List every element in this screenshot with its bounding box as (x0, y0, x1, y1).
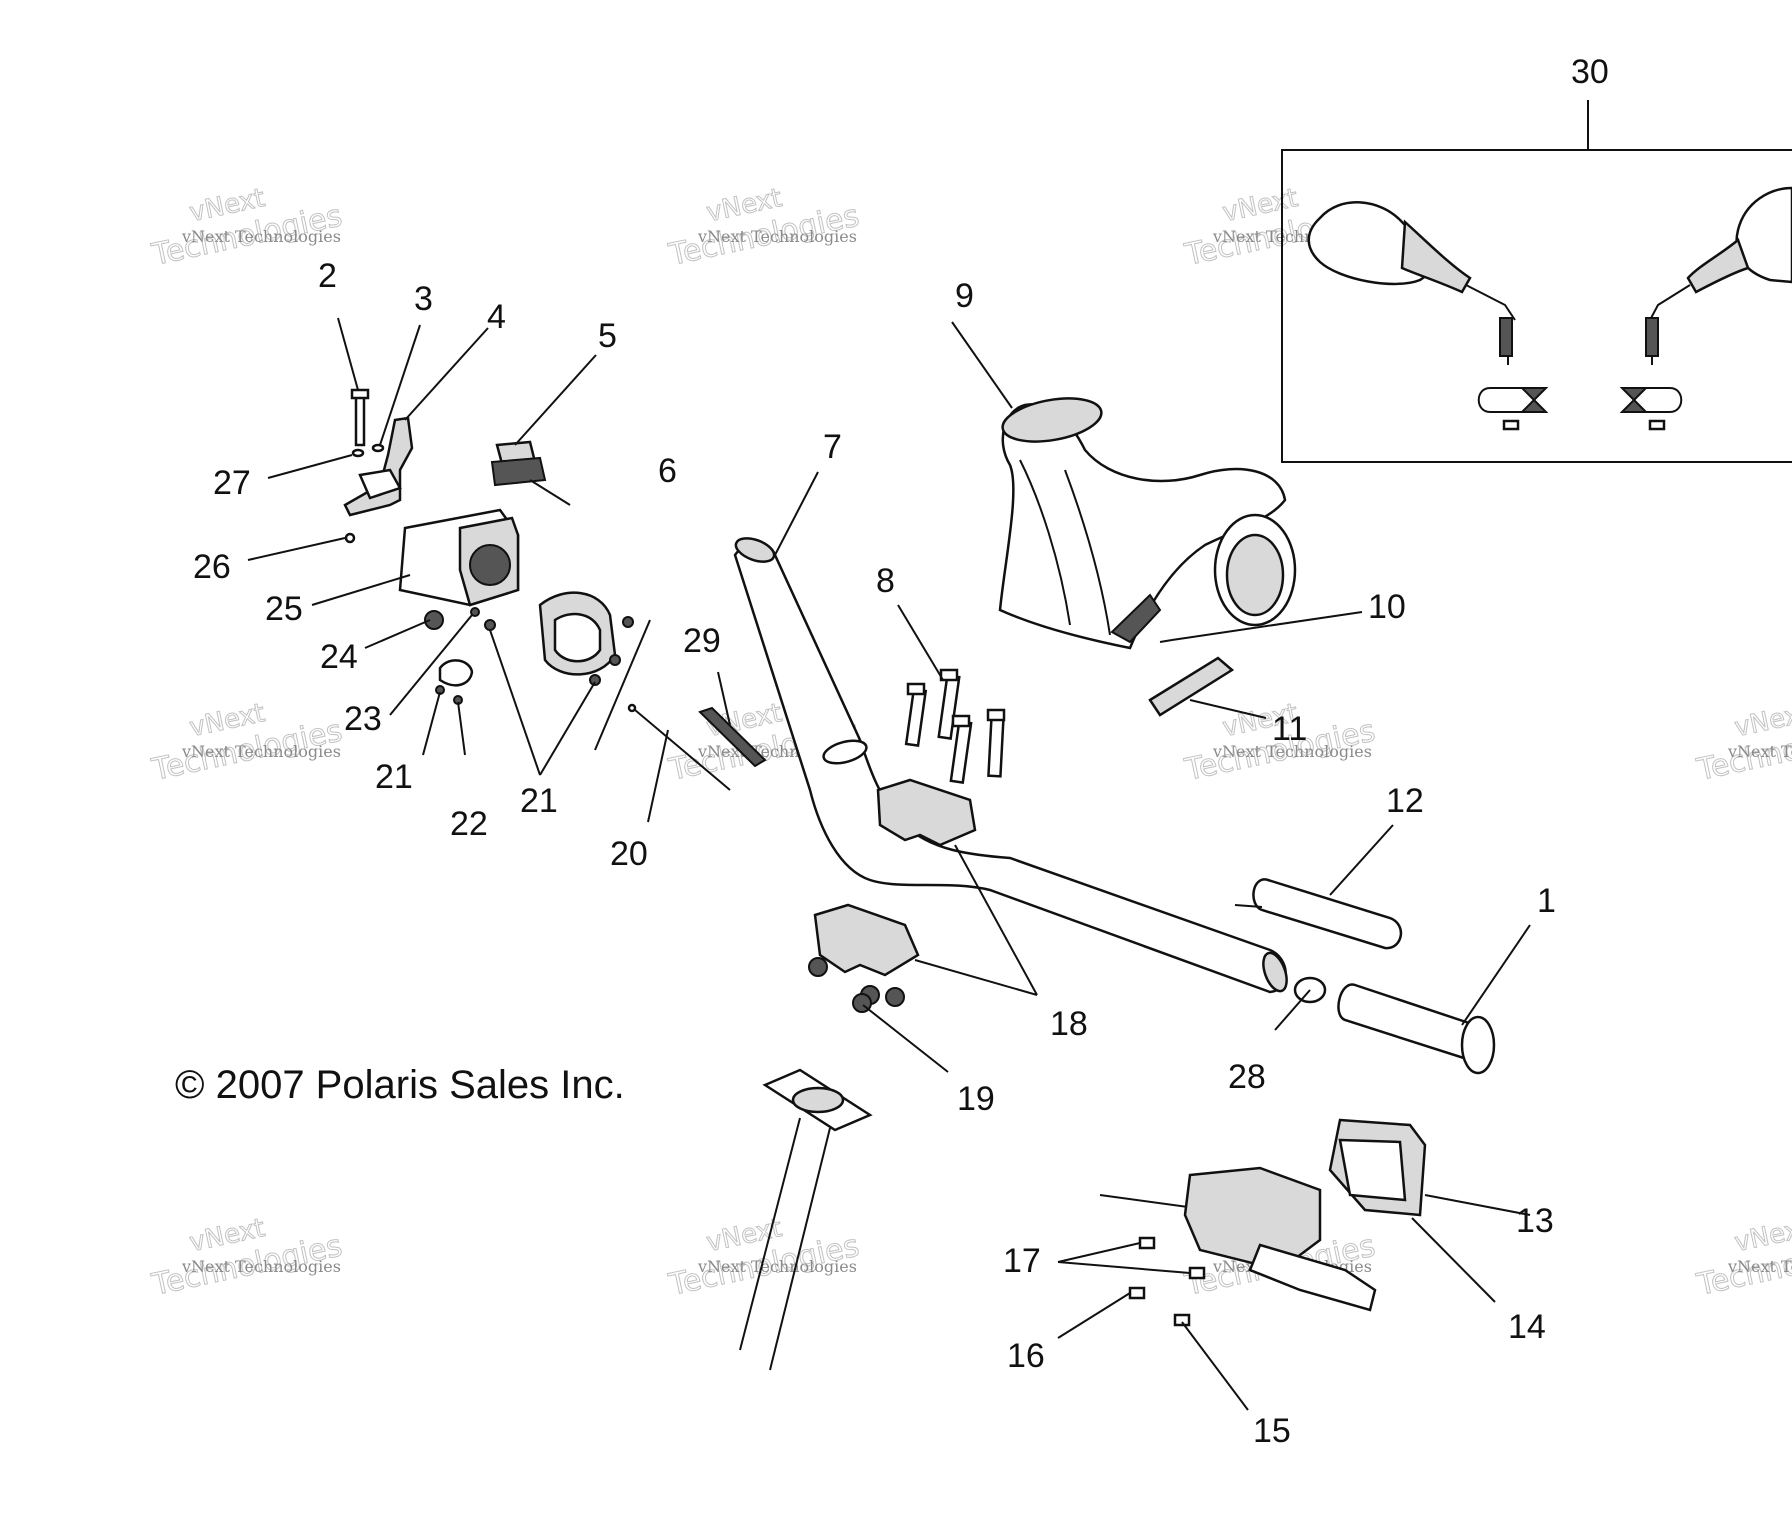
callout-10: 10 (1368, 588, 1406, 626)
callout-4: 4 (487, 298, 506, 336)
callout-14: 14 (1508, 1308, 1546, 1346)
watermark-text: vNext Technologies (697, 227, 857, 246)
leader-lines (247, 317, 1531, 1411)
callout-16: 16 (1007, 1337, 1045, 1375)
callout-13: 13 (1516, 1202, 1554, 1240)
handlebar-clamps (808, 668, 1006, 1013)
callout-27: 27 (213, 464, 251, 502)
callout-2: 2 (318, 257, 337, 295)
callout-6: 6 (658, 452, 677, 490)
clamp-nuts (808, 957, 905, 1013)
callout-26: 26 (193, 548, 231, 586)
callout-17: 17 (1003, 1242, 1041, 1280)
right-grip-parts (1234, 878, 1496, 1075)
watermark-text: vNext Technologies (697, 1257, 857, 1276)
callout-1: 1 (1537, 882, 1556, 920)
callout-20: 20 (610, 835, 648, 873)
watermark-text: vNext Technologies (181, 742, 341, 761)
callout-30: 30 (1571, 53, 1609, 91)
callout-7: 7 (823, 428, 842, 466)
mirror-left (1307, 201, 1549, 431)
callout-19: 19 (957, 1080, 995, 1118)
callout-25: 25 (265, 590, 303, 628)
watermark-text: vNext Technologies (1727, 1257, 1792, 1276)
callout-18: 18 (1050, 1005, 1088, 1043)
right-control-assembly (1099, 1118, 1427, 1327)
callout-15: 15 (1253, 1412, 1291, 1450)
callout-8: 8 (876, 562, 895, 600)
pod-hardware (1148, 639, 1235, 717)
handlebar-pod (998, 397, 1297, 650)
callout-12: 12 (1386, 782, 1424, 820)
watermark-text: vNext Technologies (181, 1257, 341, 1276)
callout-29: 29 (683, 622, 721, 660)
handlebar (733, 537, 1288, 994)
callout-3: 3 (414, 280, 433, 318)
callout-28: 28 (1228, 1058, 1266, 1096)
callout-21-right: 21 (520, 782, 558, 820)
callout-22: 22 (450, 805, 488, 843)
callout-21-left: 21 (375, 758, 413, 796)
steering-post (739, 1068, 873, 1371)
left-switch-assembly (343, 388, 767, 791)
watermark-text: vNext Technologies (1212, 742, 1372, 761)
callout-11: 11 (1272, 710, 1307, 748)
watermark-text: vNext Technologies (1727, 742, 1792, 761)
mirror-right (1619, 186, 1792, 431)
watermark-text: vNext Technologies (181, 227, 341, 246)
callout-5: 5 (598, 317, 617, 355)
callout-9: 9 (955, 277, 974, 315)
mirror-kit-box (1281, 100, 1792, 463)
callout-24: 24 (320, 638, 358, 676)
clamp-bolts (904, 668, 1006, 784)
callout-numbers: 30 2 3 4 5 6 7 8 9 10 11 12 1 27 26 25 2… (193, 53, 1609, 1450)
copyright-text: © 2007 Polaris Sales Inc. (175, 1063, 625, 1107)
callout-23: 23 (344, 700, 382, 738)
